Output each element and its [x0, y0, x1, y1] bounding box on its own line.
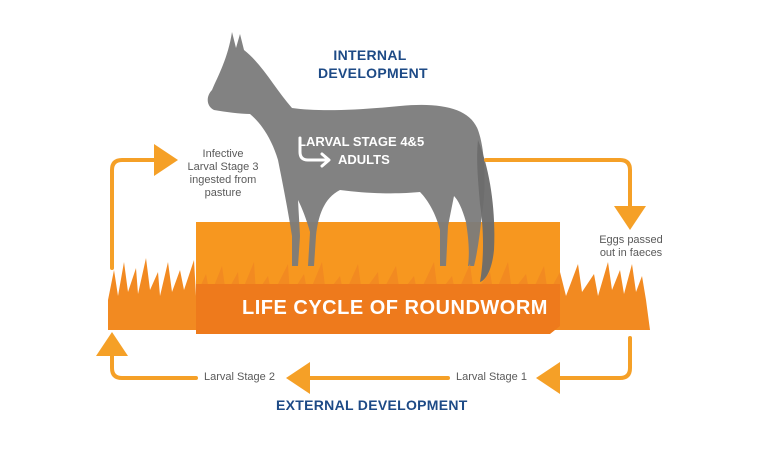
internal-development-heading: INTERNAL DEVELOPMENT: [318, 46, 428, 82]
larval-stage-2-label: Larval Stage 2: [204, 371, 275, 383]
eggs-line1: Eggs passed: [599, 234, 663, 246]
diagram-title: LIFE CYCLE OF ROUNDWORM: [242, 297, 548, 319]
larval-to-adult-arrow: [298, 136, 331, 168]
infective-larval-stage-3-label: Infective Larval Stage 3 ingested from p…: [178, 148, 268, 200]
eggs-line2: out in faeces: [599, 247, 663, 259]
infective-line2: Larval Stage 3: [187, 161, 259, 173]
external-development-heading: EXTERNAL DEVELOPMENT: [276, 397, 468, 413]
infective-line1: Infective: [202, 148, 244, 160]
adults-label: ADULTS: [338, 152, 390, 167]
cycle-arrow: [96, 144, 646, 394]
horse-silhouette: [207, 32, 495, 282]
larval-stage-1-label: Larval Stage 1: [456, 371, 527, 383]
title-bar: [196, 284, 560, 334]
larval-stage-4-5-label: LARVAL STAGE 4&5: [298, 134, 425, 149]
infective-line3: ingested from: [189, 174, 257, 186]
infective-line4: pasture: [204, 187, 242, 199]
eggs-passed-label: Eggs passed out in faeces: [590, 234, 672, 260]
internal-heading-line1: INTERNAL: [333, 47, 407, 63]
internal-heading-line2: DEVELOPMENT: [318, 65, 428, 81]
